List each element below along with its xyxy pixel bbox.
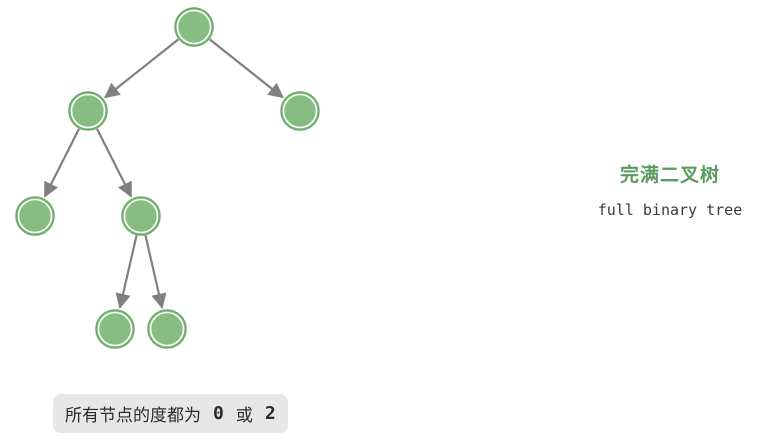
tree-node-ring-R — [282, 93, 318, 129]
tree-node-LR — [121, 196, 161, 236]
diagram-subtitle: full binary tree — [597, 201, 743, 219]
tree-node-LL — [15, 196, 55, 236]
tree-node-ring-L — [70, 93, 106, 129]
tree-node-ring-LRL — [97, 311, 133, 347]
tree-nodes — [15, 7, 320, 349]
tree-node-R — [280, 91, 320, 131]
caption-joiner: 或 — [235, 406, 253, 426]
tree-node-ring-root — [176, 9, 212, 45]
edge-root-L — [104, 38, 180, 99]
diagram-title: 完满二叉树 — [619, 164, 720, 186]
edge-L-LR — [96, 128, 133, 198]
caption-value-a: 0 — [213, 403, 224, 424]
tree-node-L — [68, 91, 108, 131]
edge-LR-LRL — [115, 235, 138, 310]
tree-node-LRL — [95, 309, 135, 349]
caption-value-b: 2 — [264, 403, 276, 424]
tree-node-ring-LRR — [149, 311, 185, 347]
caption-prefix: 所有节点的度都为 — [65, 406, 201, 426]
title-block: 完满二叉树 full binary tree — [560, 160, 757, 219]
caption-box: 所有节点的度都为 0 或 2 — [53, 394, 288, 433]
tree-node-LRR — [147, 309, 187, 349]
tree-node-root — [174, 7, 214, 47]
tree-edges — [43, 38, 284, 310]
edge-L-LL — [43, 128, 80, 198]
edge-LR-LRR — [144, 235, 167, 310]
edge-root-R — [208, 38, 284, 99]
tree-node-ring-LL — [17, 198, 53, 234]
tree-node-ring-LR — [123, 198, 159, 234]
